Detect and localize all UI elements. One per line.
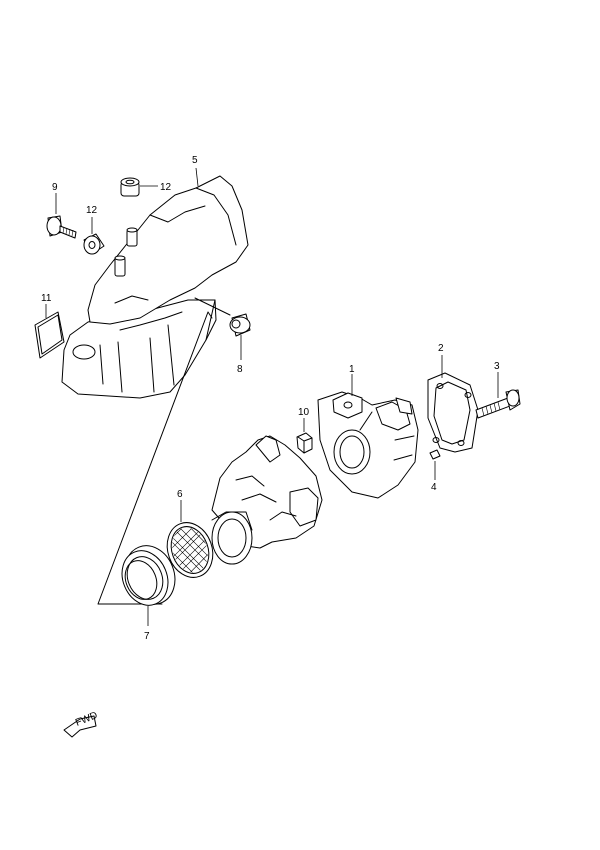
- callout-12-left: 12: [86, 205, 98, 216]
- part-9-bolt[interactable]: [46, 215, 77, 239]
- callout-5: 5: [192, 155, 198, 166]
- part-5-silencer-case[interactable]: [61, 175, 249, 399]
- callout-11: 11: [41, 293, 52, 304]
- part-8-grommet[interactable]: [229, 313, 251, 337]
- callout-1: 1: [349, 364, 355, 375]
- callout-10: 10: [298, 407, 310, 418]
- part-10-cap[interactable]: [296, 432, 313, 454]
- part-11-label[interactable]: [34, 311, 65, 359]
- callout-7: 7: [144, 631, 150, 642]
- callout-3: 3: [494, 361, 500, 372]
- forward-arrow-icon: FWD: [63, 710, 99, 738]
- intake-housing[interactable]: [211, 435, 323, 565]
- part-7-seal[interactable]: [114, 538, 183, 612]
- part-4-pin[interactable]: [429, 449, 441, 460]
- callout-8: 8: [237, 364, 243, 375]
- callout-6: 6: [177, 489, 183, 500]
- callout-9: 9: [52, 182, 58, 193]
- part-2-gasket[interactable]: [427, 372, 479, 453]
- part-3-bolt[interactable]: [475, 389, 521, 419]
- callout-2: 2: [438, 343, 444, 354]
- callout-4: 4: [431, 482, 437, 493]
- part-12-grommet-top[interactable]: [120, 177, 140, 197]
- callout-12-top: 12: [160, 182, 172, 193]
- part-12-grommet-left[interactable]: [83, 233, 105, 255]
- part-1-throttle-body[interactable]: [317, 391, 419, 499]
- part-6-screen[interactable]: [160, 515, 222, 585]
